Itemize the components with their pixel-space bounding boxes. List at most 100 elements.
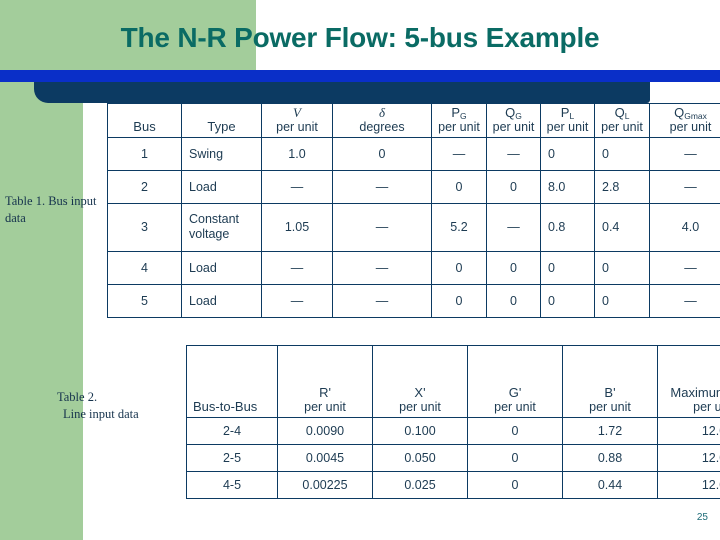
col-header-voltage: V per unit bbox=[261, 103, 333, 138]
table-row: 2-4 0.0090 0.100 0 1.72 12.0 bbox=[186, 417, 720, 445]
cell-delta: — bbox=[332, 283, 432, 318]
col-header-pg: PG per unit bbox=[431, 103, 487, 138]
cell-type: Swing bbox=[181, 136, 262, 171]
cell-r: 0.0090 bbox=[277, 417, 373, 445]
cell-qg: 0 bbox=[486, 250, 541, 285]
table-header-row: Bus-to-Bus R' per unit X' per unit G' pe… bbox=[186, 345, 720, 418]
table-row: 4-5 0.00225 0.025 0 0.44 12.0 bbox=[186, 471, 720, 499]
cell-voltage: — bbox=[261, 283, 333, 318]
cell-delta: — bbox=[332, 250, 432, 285]
col-header-x: X' per unit bbox=[372, 345, 468, 418]
cell-delta: 0 bbox=[332, 136, 432, 171]
cell-type: Load bbox=[181, 250, 262, 285]
col-header-voltage-symbol: V bbox=[293, 105, 301, 120]
cell-qg: — bbox=[486, 136, 541, 171]
col-header-qgmax-unit: per unit bbox=[669, 119, 712, 134]
pg-sub: G bbox=[460, 111, 467, 121]
col-header-r: R' per unit bbox=[277, 345, 373, 418]
col-header-g: G' per unit bbox=[467, 345, 563, 418]
cell-pg: 0 bbox=[431, 169, 487, 204]
col-header-pl-unit: per unit bbox=[546, 119, 589, 134]
cell-ql: 0 bbox=[594, 136, 650, 171]
col-header-qg-symbol: QG bbox=[491, 105, 536, 121]
col-header-pg-symbol: PG bbox=[436, 105, 482, 121]
cell-max-mva: 12.0 bbox=[657, 444, 720, 472]
cell-ql: 0.4 bbox=[594, 202, 650, 252]
cell-pl: 0 bbox=[540, 283, 595, 318]
qg-base: Q bbox=[505, 105, 516, 120]
cell-type: Load bbox=[181, 283, 262, 318]
cell-qgmax: — bbox=[649, 283, 720, 318]
col-header-pg-unit: per unit bbox=[438, 119, 480, 134]
cell-bus-to-bus: 2-4 bbox=[186, 417, 278, 445]
pg-base: P bbox=[451, 105, 461, 120]
table-header-row: Bus Type V per unit δ degrees PG per uni… bbox=[107, 103, 720, 138]
col-header-b-unit: per unit bbox=[589, 400, 631, 414]
cell-b: 0.88 bbox=[562, 444, 658, 472]
cell-pl: 0 bbox=[540, 136, 595, 171]
cell-pl: 0 bbox=[540, 250, 595, 285]
cell-r: 0.00225 bbox=[277, 471, 373, 499]
cell-ql: 0 bbox=[594, 283, 650, 318]
col-header-pl: PL per unit bbox=[540, 103, 595, 138]
cell-type: Constant voltage bbox=[181, 202, 262, 252]
cell-pg: — bbox=[431, 136, 487, 171]
ql-sub: L bbox=[624, 111, 630, 121]
cell-qg: — bbox=[486, 202, 541, 252]
decorative-navy-band bbox=[34, 82, 650, 103]
line-input-data-table: Bus-to-Bus R' per unit X' per unit G' pe… bbox=[186, 345, 720, 499]
col-header-max-mva-symbol: Maximum MVA bbox=[670, 385, 720, 401]
ql-base: Q bbox=[614, 105, 625, 120]
cell-voltage: 1.05 bbox=[261, 202, 333, 252]
table-2-caption-line-2: Line input data bbox=[63, 406, 139, 421]
cell-type: Load bbox=[181, 169, 262, 204]
cell-r: 0.0045 bbox=[277, 444, 373, 472]
cell-pl: 8.0 bbox=[540, 169, 595, 204]
cell-x: 0.100 bbox=[372, 417, 468, 445]
col-header-delta: δ degrees bbox=[332, 103, 432, 138]
qg-sub: G bbox=[515, 111, 522, 121]
pl-sub: L bbox=[569, 111, 575, 121]
col-header-x-symbol: X' bbox=[414, 385, 426, 401]
table-row: 4 Load — — 0 0 0 0 — — bbox=[107, 250, 720, 285]
cell-bus-to-bus: 4-5 bbox=[186, 471, 278, 499]
cell-bus-to-bus: 2-5 bbox=[186, 444, 278, 472]
cell-voltage: — bbox=[261, 169, 333, 204]
table-2-caption: Table 2. Line input data bbox=[57, 389, 185, 422]
col-header-r-symbol: R' bbox=[319, 385, 331, 401]
cell-bus: 1 bbox=[107, 136, 182, 171]
cell-qg: 0 bbox=[486, 283, 541, 318]
page-title: The N-R Power Flow: 5-bus Example bbox=[120, 22, 600, 53]
cell-pg: 0 bbox=[431, 283, 487, 318]
col-header-b-symbol: B' bbox=[604, 385, 616, 401]
cell-bus: 5 bbox=[107, 283, 182, 318]
col-header-bus-to-bus: Bus-to-Bus bbox=[186, 345, 278, 418]
decorative-green-header-block bbox=[0, 0, 256, 70]
col-header-max-mva-unit: per unit bbox=[693, 400, 720, 414]
col-header-b: B' per unit bbox=[562, 345, 658, 418]
cell-pg: 5.2 bbox=[431, 202, 487, 252]
cell-pg: 0 bbox=[431, 250, 487, 285]
cell-voltage: — bbox=[261, 250, 333, 285]
cell-b: 1.72 bbox=[562, 417, 658, 445]
cell-voltage: 1.0 bbox=[261, 136, 333, 171]
cell-pl: 0.8 bbox=[540, 202, 595, 252]
cell-g: 0 bbox=[467, 417, 563, 445]
col-header-qgmax: QGmax per unit bbox=[649, 103, 720, 138]
col-header-max-mva: Maximum MVA per unit bbox=[657, 345, 720, 418]
table-row: 3 Constant voltage 1.05 — 5.2 — 0.8 0.4 … bbox=[107, 202, 720, 252]
cell-bus: 4 bbox=[107, 250, 182, 285]
cell-qgmax: — bbox=[649, 136, 720, 171]
col-header-type-symbol: Type bbox=[207, 119, 236, 134]
cell-qg: 0 bbox=[486, 169, 541, 204]
col-header-type: Type bbox=[181, 103, 262, 138]
col-header-ql-unit: per unit bbox=[601, 119, 643, 134]
col-header-x-unit: per unit bbox=[399, 400, 441, 414]
cell-g: 0 bbox=[467, 444, 563, 472]
cell-x: 0.025 bbox=[372, 471, 468, 499]
col-header-bus-to-bus-symbol: Bus-to-Bus bbox=[193, 399, 258, 415]
table-2-caption-line-1: Table 2. bbox=[57, 390, 98, 404]
cell-delta: — bbox=[332, 202, 432, 252]
col-header-pl-symbol: PL bbox=[545, 106, 590, 121]
